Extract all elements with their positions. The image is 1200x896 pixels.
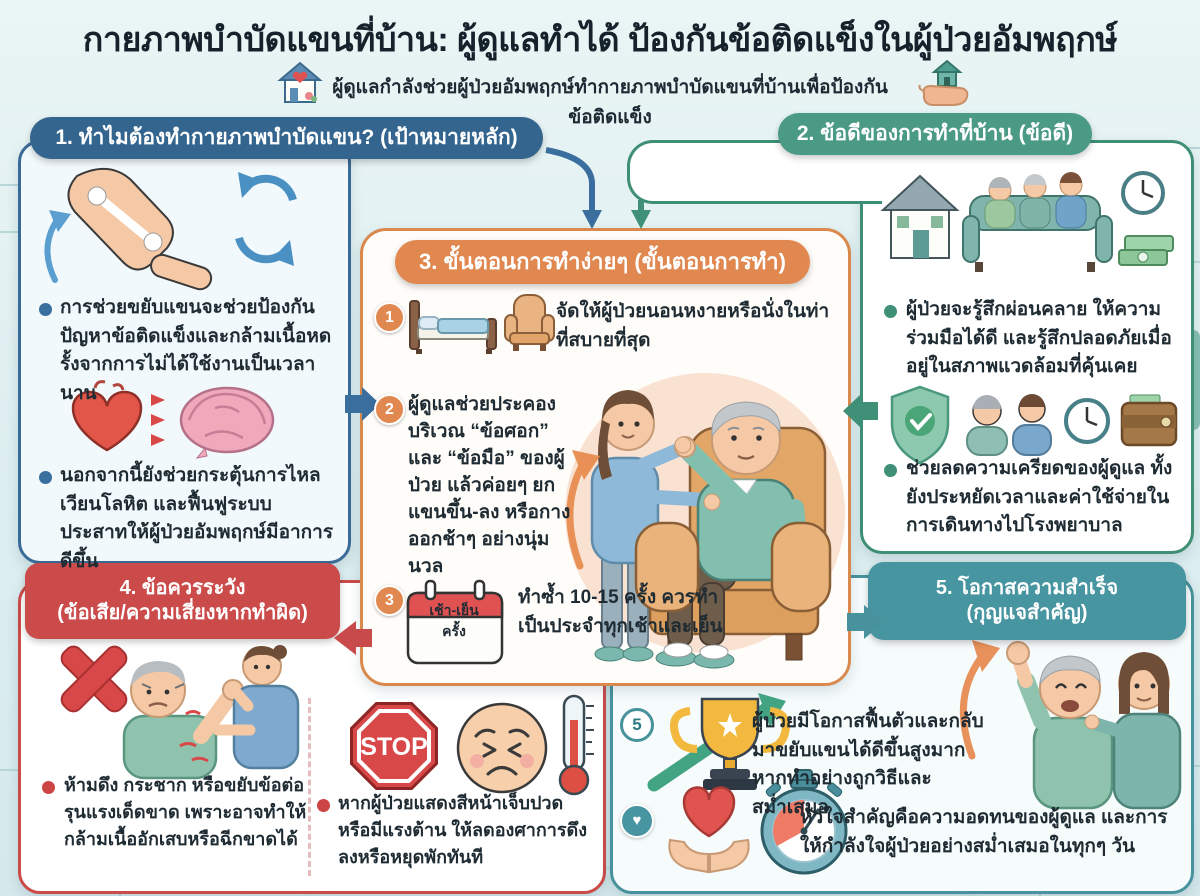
armchair-front [634,521,832,613]
thermometer-icon [552,692,598,796]
bullet-dot [884,305,897,318]
trophy-icon [642,685,797,800]
money-icon [1118,235,1174,266]
heart-in-hands-icon [652,772,764,876]
wrong-handling-illustration [36,634,308,780]
clock-icon [1121,171,1165,215]
flow-arrows-icon [151,394,165,446]
step-number-2: 2 [374,394,405,425]
patient-figure [1006,641,1114,810]
page-subtitle: ผู้ดูแลกำลังช่วยผู้ป่วยอัมพฤกษ์ทำกายภาพบ… [332,77,888,128]
shield-check-icon [890,385,950,465]
success-title-line2: (กุญแจสำคัญ) [966,602,1088,624]
cautions-bullet-2: หากผู้ป่วยแสดงสีหน้าเจ็บปวดหรือมีแรงต้าน… [338,793,588,867]
brain-icon [179,386,275,459]
arm-exercise-illustration [35,160,325,292]
clock-icon [1064,398,1110,444]
patient-figure [122,661,244,780]
bed-icon [408,297,498,355]
why-bullet-1: การช่วยขยับแขนจะช่วยป้องกันปัญหาข้อติดแข… [60,297,332,404]
wallet-icon [1120,394,1178,447]
progress-arrow-icon [959,640,1000,760]
calendar-icon [404,577,506,667]
cross-x-icon [60,645,128,713]
heart-brain-illustration [55,378,290,466]
section-benefits-title: 2. ข้อดีของการทำที่บ้าน (ข้อดี) [778,113,1092,155]
page-title: กายภาพบำบัดแขนที่บ้าน: ผู้ดูแลทำได้ ป้อง… [82,21,1118,59]
section-why-title-text: 1. ทำไมต้องทำกายภาพบำบัดแขน? (เป้าหมายหล… [55,125,518,149]
section-steps-title: 3. ขั้นตอนการทำง่ายๆ (ขั้นตอนการทำ) [395,240,810,284]
safety-icons-illustration [882,383,1182,467]
armchair-icon [502,291,557,353]
benefits-bullet-2: ช่วยลดความเครียดของผู้ดูแล ทั้งยังประหยั… [906,458,1173,536]
calendar-label-line2: ครั้ง [442,623,466,639]
home-heart-icon [276,58,324,106]
success-badge-number: 5 [620,708,654,742]
stop-sign-icon: STOP [342,698,447,798]
caregivers-icon [966,394,1052,456]
step-number-3: 3 [374,585,405,616]
bullet-dot [39,471,52,484]
success-badge-heart: ♥ [620,804,654,838]
arm-joint-illustration [44,168,213,291]
family-at-home-illustration [875,158,1180,293]
step-3-text: ทำซ้ำ 10-15 ครั้ง ควรทำเป็นประจำทุกเช้าแ… [518,587,723,637]
hand-home-icon [916,58,972,108]
stop-sign-label: STOP [360,733,428,761]
success-title-line1: 5. โอกาสความสำเร็จ [935,577,1119,599]
bullet-dot [317,799,330,812]
success-point-2: หัวใจสำคัญคือความอดทนของผู้ดูแล และการให… [800,807,1168,857]
cautions-title-line1: 4. ข้อควรระวัง [119,577,246,599]
section-divider [308,698,311,876]
section-benefits-title-text: 2. ข้อดีของการทำที่บ้าน (ข้อดี) [796,121,1074,145]
house-icon [880,174,960,259]
step-2-text: ผู้ดูแลช่วยประคองบริเวณ “ข้อศอก” และ “ข้… [408,394,571,577]
caregiver-figure [590,390,715,662]
bullet-dot [884,464,897,477]
heart-organ-icon [71,380,143,452]
benefits-bullet-1: ผู้ป่วยจะรู้สึกผ่อนคลาย ให้ความร่วมมือได… [906,299,1172,377]
calendar-label-line1: เช้า-เย็น [429,602,479,618]
caregiver-figure [212,645,300,770]
why-bullet-2: นอกจากนี้ยังช่วยกระตุ้นการไหลเวียนโลหิต … [60,465,334,572]
section-steps-title-text: 3. ขั้นตอนการทำง่ายๆ (ขั้นตอนการทำ) [419,249,786,275]
bullet-dot [39,303,52,316]
cautions-title-line2: (ข้อเสีย/ความเสี่ยงหากทำผิด) [57,602,308,624]
caregiver-patient-illustration [540,328,845,676]
section-success-title: 5. โอกาสความสำเร็จ (กุญแจสำคัญ) [868,562,1186,640]
success-point-1: ผู้ป่วยมีโอกาสฟื้นตัวและกลับมาขยับแขนได้… [752,711,984,818]
bullet-dot [42,781,55,794]
step-1-text: จัดให้ผู้ป่วยนอนหงายหรือนั่งในท่าที่สบาย… [556,301,830,351]
section-cautions-title: 4. ข้อควรระวัง (ข้อเสีย/ความเสี่ยงหากทำผ… [25,563,340,639]
caregiver-hand [703,493,721,511]
stopwatch-icon [758,768,850,878]
recovery-illustration [942,626,1187,811]
caregiver-figure [1084,652,1182,810]
section-why-title: 1. ทำไมต้องทำกายภาพบำบัดแขน? (เป้าหมายหล… [30,117,543,159]
pain-face-icon [452,698,552,798]
cautions-bullet-1: ห้ามดึง กระชาก หรือขยับข้อต่อรุนแรงเด็ดข… [64,775,307,849]
step-number-1: 1 [374,302,405,333]
family-couch-illustration [962,172,1113,272]
caregiver-hand [674,436,692,454]
lift-arrow-icon [566,450,600,570]
strain-marks [179,710,209,763]
